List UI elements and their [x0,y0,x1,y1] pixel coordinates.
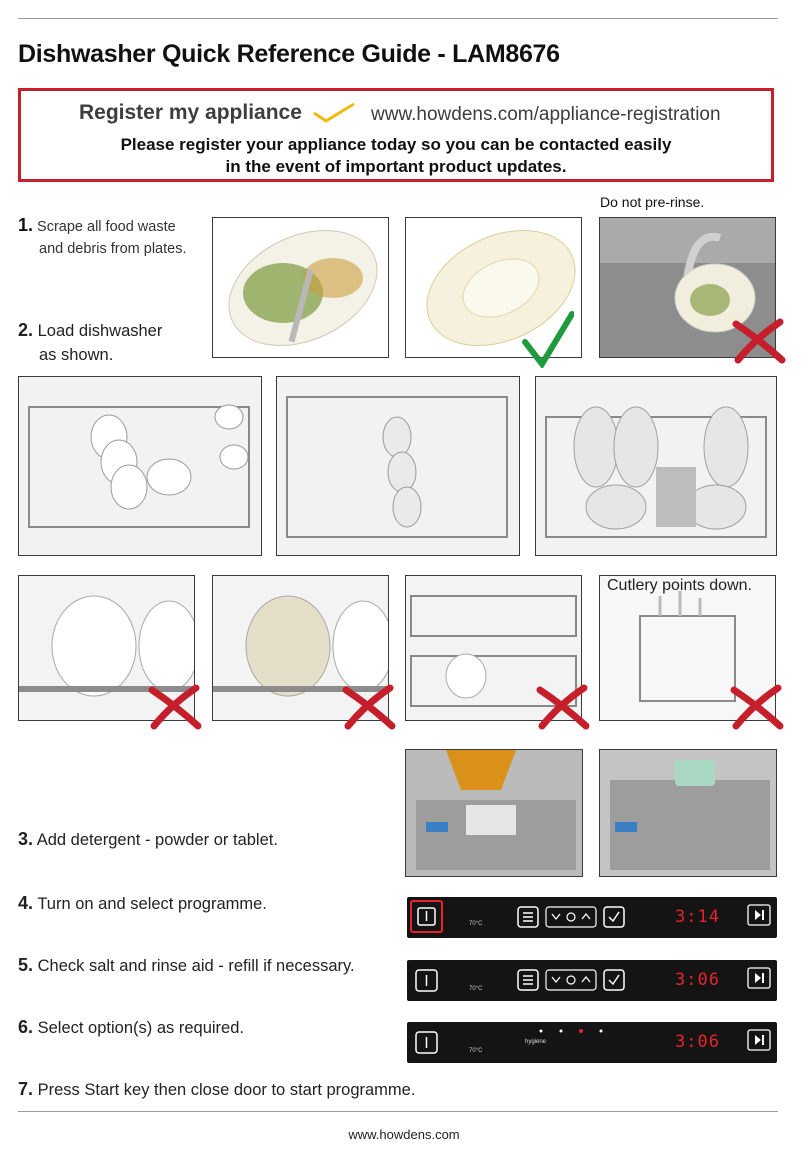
step-7: 7. Press Start key then close door to st… [18,1079,416,1099]
selector-arrows-icon[interactable] [545,969,597,991]
clean-plate-photo [405,217,582,358]
bottom-rule [18,1111,778,1112]
detergent-powder-photo [405,749,583,877]
page-title: Dishwasher Quick Reference Guide - LAM86… [18,40,560,68]
confirm-icon[interactable] [603,906,625,928]
start-pause-icon[interactable] [747,904,771,930]
detergent-tablet-photo [599,749,777,877]
temp-label: 70°C [469,1048,483,1054]
power-icon[interactable] [414,1030,439,1055]
upper-rack-plates-photo [276,376,520,556]
step-6: 6. Select option(s) as required. [18,1017,244,1037]
red-cross-icon [148,684,202,730]
red-cross-icon [342,684,396,730]
power-button[interactable] [410,900,443,933]
step-2: 2. Load dishwasher as shown. [18,320,163,364]
step-5: 5. Check salt and rinse aid - refill if … [18,955,355,975]
cutlery-basket-photo [599,575,776,721]
registration-box: Register my appliance www.howdens.com/ap… [18,88,774,182]
temp-label: 70°C [469,986,483,992]
power-icon [417,907,436,926]
control-panel-step4: 70°C 3:14 [407,897,777,938]
registration-link[interactable]: www.howdens.com/appliance-registration [371,104,721,125]
start-pause-icon[interactable] [747,1029,771,1055]
wrong-load-photo-1 [18,575,195,721]
prerinse-note: Do not pre-rinse. [600,194,705,210]
step-3: 3. Add detergent - powder or tablet. [18,829,278,849]
red-cross-icon [732,318,786,364]
start-pause-icon[interactable] [747,967,771,993]
hygiene-option[interactable]: hygiene [525,1039,547,1045]
lower-rack-photo [535,376,777,556]
option-dots [539,1029,603,1033]
time-display: 3:06 [675,970,720,990]
step-4: 4. Turn on and select programme. [18,893,267,913]
register-heading: Register my appliance [79,101,356,125]
top-rule [18,18,778,19]
prerinse-sink-photo [599,217,776,358]
temp-label: 70°C [469,921,483,927]
time-display: 3:06 [675,1032,720,1052]
step-1: 1. Scrape all food waste and debris from… [18,215,187,257]
confirm-icon[interactable] [603,969,625,991]
cutlery-note: Cutlery points down. [607,577,752,594]
tick-icon [312,102,355,123]
scraped-plate-photo [212,217,389,358]
control-panel-step5: 70°C 3:06 [407,960,777,1001]
registration-note: Please register your appliance today so … [120,135,672,176]
programme-list-icon[interactable] [517,906,539,928]
selector-arrows-icon[interactable] [545,906,597,928]
green-check-icon [522,311,574,368]
upper-rack-photo [18,376,262,556]
time-display: 3:14 [675,907,720,927]
footer-link[interactable]: www.howdens.com [348,1127,460,1142]
power-icon[interactable] [414,968,439,993]
red-cross-icon [730,684,784,730]
red-cross-icon [536,684,590,730]
programme-list-icon[interactable] [517,969,539,991]
control-panel-step6: 70°C hygiene 3:06 [407,1022,777,1063]
